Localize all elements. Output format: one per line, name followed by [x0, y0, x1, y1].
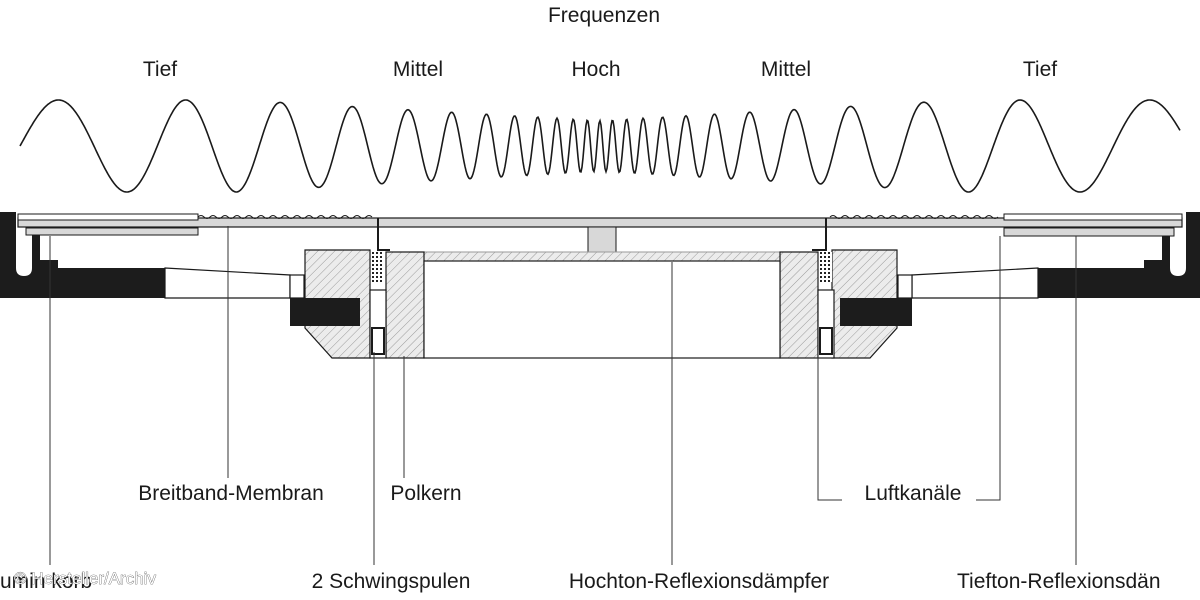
membrane-strip-right-inner: [1003, 227, 1175, 237]
basket-right-taper: [911, 267, 1039, 299]
coil-right-lower: [819, 327, 833, 355]
membrane-strip-left-inner: [25, 227, 199, 236]
band-label-hoch: Hoch: [571, 58, 620, 81]
label-hochton-daempfer: Hochton-Reflexionsdämpfer: [569, 570, 829, 593]
frequency-waveform: [19, 99, 1181, 193]
basket-right: [1038, 212, 1200, 298]
pole-right: [779, 251, 819, 359]
plate-right: [840, 298, 912, 326]
band-label-tief-right: Tief: [1023, 58, 1057, 81]
center-stem: [587, 226, 617, 254]
coil-former-right: [812, 218, 827, 251]
copyright-credit: © Hersteller/Archiv: [14, 569, 156, 588]
label-korb-cut: umin korb: [0, 570, 92, 593]
label-schwingspulen: 2 Schwingspulen: [312, 570, 471, 593]
hochton-daempfer-bar: [423, 251, 781, 262]
band-label-mittel-left: Mittel: [393, 58, 443, 81]
pole-left: [385, 251, 425, 359]
coil-left-lower: [371, 327, 385, 355]
plate-right-notch: [897, 274, 913, 299]
center-cavity: [423, 260, 781, 359]
basket-left: [0, 212, 165, 298]
membrane-strip-right: [1003, 213, 1183, 221]
leader-lines: [49, 226, 1077, 565]
speaker-cross-section: [0, 212, 1200, 359]
plate-left-notch: [289, 274, 305, 299]
membrane-strip-left: [17, 213, 199, 221]
leader-luftkanaele: [817, 350, 842, 501]
winding-right: [820, 252, 832, 282]
leader-luftkanaele-right: [976, 236, 1001, 501]
coil-former-left: [377, 218, 390, 251]
surround-right: [829, 215, 999, 219]
label-breitband-membran: Breitband-Membran: [138, 482, 324, 505]
label-polkern: Polkern: [390, 482, 461, 505]
frequency-title: Frequenzen: [548, 4, 660, 27]
surround-left: [197, 215, 373, 219]
label-luftkanaele: Luftkanäle: [865, 482, 962, 505]
band-label-mittel-right: Mittel: [761, 58, 811, 81]
winding-left: [372, 252, 384, 282]
band-label-tief-left: Tief: [143, 58, 177, 81]
plate-left: [290, 298, 360, 326]
label-tiefton-daempfer: Tiefton-Reflexionsdän: [957, 570, 1161, 593]
